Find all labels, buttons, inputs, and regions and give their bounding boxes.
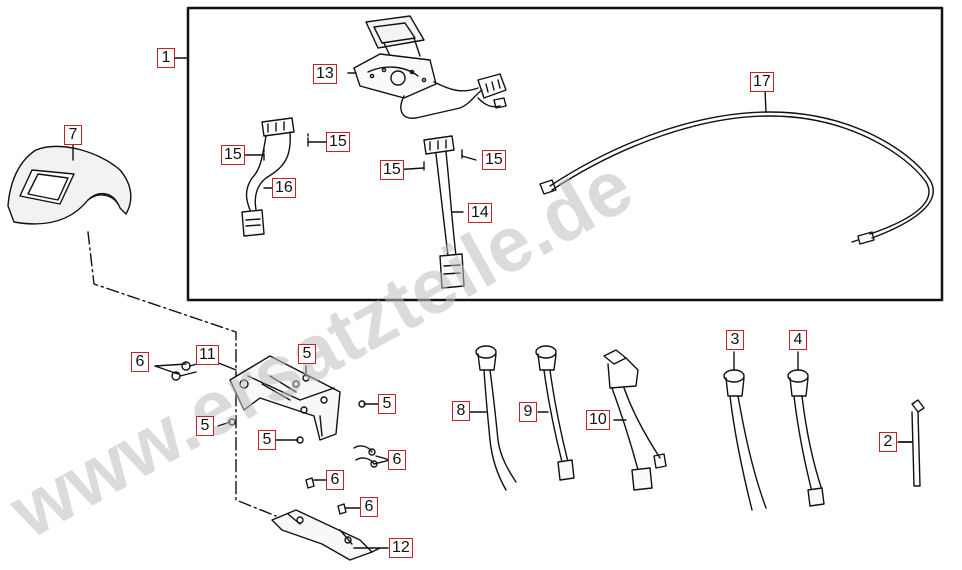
- harness-14-drawing: [423, 135, 465, 289]
- part-label-11[interactable]: 11: [196, 345, 219, 365]
- cable-drawing: [539, 89, 934, 245]
- part-label-7[interactable]: 7: [64, 125, 82, 145]
- lamp-3-drawing: [723, 351, 767, 511]
- bracket-11-drawing: [229, 355, 341, 441]
- part-label-15-a[interactable]: 15: [326, 132, 350, 152]
- cover-drawing: [7, 145, 132, 225]
- part-label-6-c[interactable]: 6: [326, 470, 344, 490]
- part-label-8[interactable]: 8: [452, 401, 470, 421]
- part-label-6-d[interactable]: 6: [360, 497, 378, 517]
- part-label-9[interactable]: 9: [519, 402, 537, 422]
- part-label-1[interactable]: 1: [157, 48, 175, 68]
- part-label-4[interactable]: 4: [789, 330, 807, 350]
- part-label-12[interactable]: 12: [389, 538, 413, 558]
- tie-2-drawing: [899, 399, 925, 487]
- leader-lines: [72, 72, 913, 549]
- part-label-16[interactable]: 16: [272, 178, 296, 198]
- part-label-5-b[interactable]: 5: [378, 394, 396, 414]
- part-label-14[interactable]: 14: [468, 203, 492, 223]
- part-label-6-a[interactable]: 6: [131, 352, 149, 372]
- lamp-4-drawing: [787, 351, 825, 507]
- assembly-frame: [186, 6, 944, 302]
- part-label-15-c[interactable]: 15: [380, 160, 404, 180]
- part-label-5-c[interactable]: 5: [196, 416, 214, 436]
- part-label-5-d[interactable]: 5: [258, 430, 276, 450]
- part-label-2[interactable]: 2: [879, 432, 897, 452]
- part-label-15-b[interactable]: 15: [221, 145, 245, 165]
- part-label-6-b[interactable]: 6: [388, 450, 406, 470]
- lamp-9-drawing: [535, 345, 575, 481]
- part-label-15-d[interactable]: 15: [482, 150, 506, 170]
- part-label-3[interactable]: 3: [726, 330, 744, 350]
- harness-16-drawing: [241, 117, 309, 237]
- gauge-drawing: [353, 15, 507, 119]
- part-label-13[interactable]: 13: [313, 64, 337, 84]
- part-label-10[interactable]: 10: [586, 410, 610, 430]
- mounting-line: [87, 231, 277, 517]
- part-label-17[interactable]: 17: [750, 72, 774, 92]
- lamp-8-drawing: [475, 345, 517, 491]
- part-label-5-a[interactable]: 5: [298, 344, 316, 364]
- bracket-12-drawing: [271, 509, 381, 561]
- lamp-10-drawing: [603, 349, 667, 491]
- fasteners-drawing: [171, 361, 378, 515]
